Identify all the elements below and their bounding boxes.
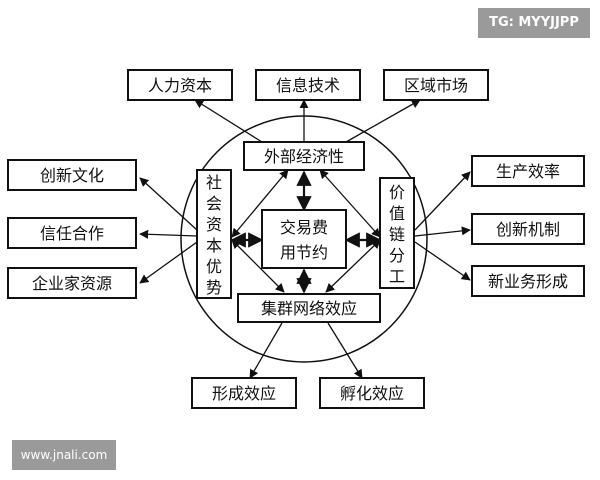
edge-to-entrepreneur-resources	[139, 241, 198, 284]
edge-value-chain-network	[325, 239, 381, 293]
edge-to-production-efficiency	[414, 171, 471, 231]
node-regional-market-label: 区域市场	[404, 76, 468, 95]
node-innovation-mechanism: 创新机制	[471, 213, 585, 245]
node-info-tech: 信息技术	[255, 69, 361, 101]
node-transaction-cost-line1: 交易费	[280, 218, 328, 237]
edge-to-incubation-effect	[327, 322, 363, 379]
node-social-capital-label: 社会资本优势	[206, 173, 222, 297]
edge-external-social	[231, 169, 289, 238]
node-production-efficiency-label: 生产效率	[496, 162, 560, 181]
node-production-efficiency: 生产效率	[471, 155, 585, 187]
node-new-business-label: 新业务形成	[488, 272, 568, 291]
edge-to-innovation-culture	[139, 177, 198, 231]
edge-external-value-chain	[319, 169, 381, 238]
node-value-chain: 价值链分工	[379, 177, 415, 289]
node-regional-market: 区域市场	[383, 69, 489, 101]
node-incubation-effect-label: 孵化效应	[340, 384, 404, 403]
edge-to-trust-cooperation	[139, 229, 198, 239]
node-human-capital: 人力资本	[127, 69, 233, 101]
node-innovation-mechanism-label: 创新机制	[496, 220, 560, 239]
node-entrepreneur-resources: 企业家资源	[7, 267, 137, 299]
node-value-chain-label: 价值链分工	[389, 183, 405, 286]
node-human-capital-label: 人力资本	[148, 76, 212, 95]
edge-social-network	[231, 239, 285, 293]
edge-to-new-business	[414, 241, 471, 281]
node-external-economy: 外部经济性	[243, 141, 365, 171]
node-transaction-cost: 交易费 用节约	[261, 209, 347, 269]
watermark-bottom-left: www.jnali.com	[12, 440, 116, 470]
node-external-economy-label: 外部经济性	[264, 147, 344, 166]
edges	[139, 99, 471, 379]
node-innovation-culture-label: 创新文化	[40, 166, 104, 185]
node-incubation-effect: 孵化效应	[319, 377, 425, 409]
node-formation-effect-label: 形成效应	[212, 384, 276, 403]
node-network-effect: 集群网络效应	[237, 293, 381, 323]
node-trust-cooperation: 信任合作	[7, 217, 137, 249]
node-social-capital: 社会资本优势	[196, 169, 232, 299]
node-transaction-cost-line2: 用节约	[280, 243, 328, 262]
node-innovation-culture: 创新文化	[7, 159, 137, 191]
edge-to-human-capital	[194, 99, 263, 143]
node-info-tech-label: 信息技术	[276, 76, 340, 95]
node-network-effect-label: 集群网络效应	[261, 299, 357, 318]
node-trust-cooperation-label: 信任合作	[40, 224, 104, 243]
watermark-top-right: TG: MYYJJPP	[478, 8, 590, 38]
node-new-business: 新业务形成	[471, 265, 585, 297]
node-entrepreneur-resources-label: 企业家资源	[32, 274, 112, 293]
edge-to-innovation-mechanism	[414, 226, 471, 237]
edge-to-formation-effect	[249, 322, 283, 379]
edge-to-regional-market	[345, 99, 421, 143]
node-formation-effect: 形成效应	[191, 377, 297, 409]
